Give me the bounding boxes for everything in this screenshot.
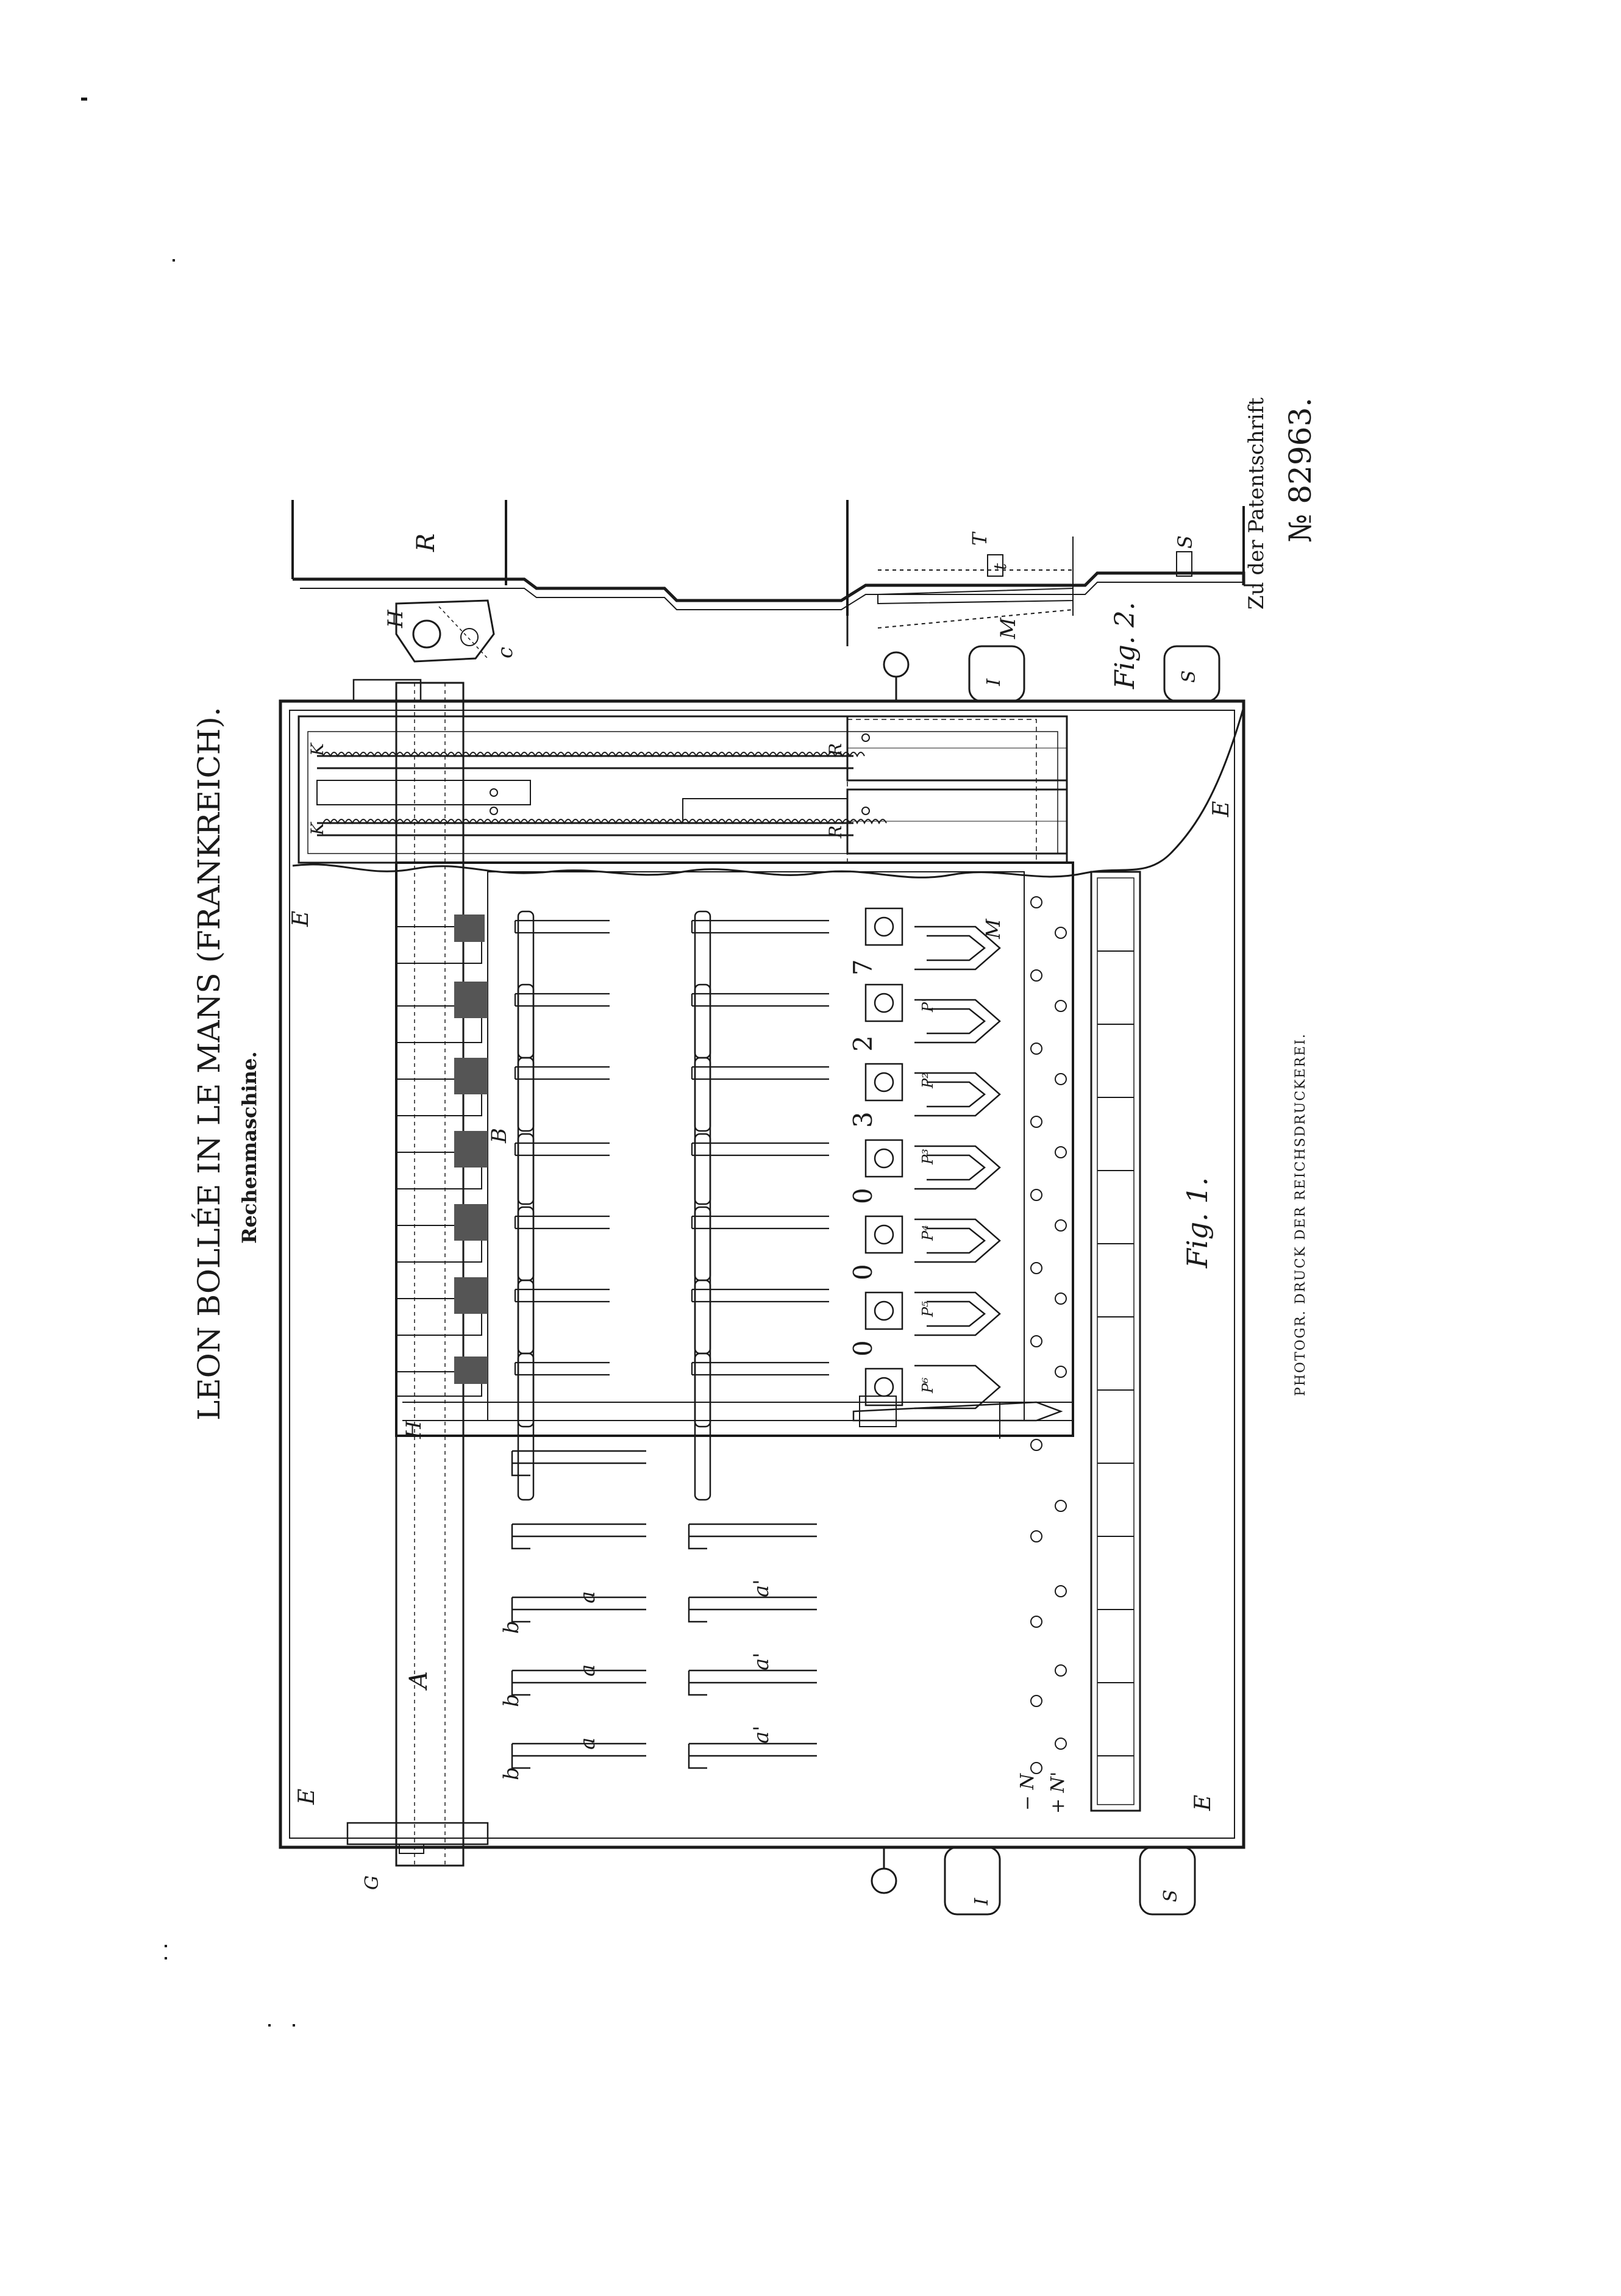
toothed-slots-carriage <box>514 919 829 1376</box>
label-I-bottom: I <box>971 1897 992 1906</box>
label-minus-N: − N <box>1017 1772 1038 1811</box>
display-digit-4: 0 <box>848 1188 878 1204</box>
figure-2-labels: R H c M T t S Fig. 2. <box>383 531 1197 690</box>
label-a-3: a <box>575 1591 600 1603</box>
label-K-rack2: K <box>307 821 327 836</box>
label-P1: P' <box>919 998 936 1013</box>
label-P4: P⁴ <box>919 1225 936 1241</box>
label-H-carriage: H <box>402 1420 426 1439</box>
label-c-fig2: c <box>493 647 518 658</box>
figure-1-caption: Fig. 1. <box>1181 1177 1214 1269</box>
label-T-fig2: T <box>968 531 991 546</box>
scan-specks <box>81 98 295 2027</box>
patent-number: № 82963. <box>1283 398 1318 543</box>
patent-title: LEON BOLLÉE IN LE MANS (FRANKREICH). <box>191 707 227 1421</box>
screw-column <box>1030 896 1067 1774</box>
label-b-2: b <box>499 1694 524 1707</box>
label-plus-N1: + N' <box>1047 1772 1069 1814</box>
label-S-bottom: S <box>1160 1889 1181 1902</box>
label-H-fig2: H <box>383 609 408 629</box>
label-K-rack1: K <box>307 742 327 757</box>
label-a1-2: a' <box>749 1652 774 1670</box>
label-S-top: S <box>1178 670 1200 683</box>
label-a1-1: a' <box>749 1725 774 1744</box>
label-E-top: E <box>288 911 313 927</box>
label-E-corner: E <box>1209 801 1234 818</box>
label-M-carriage: M <box>982 918 1005 939</box>
label-I-top: I <box>983 678 1005 686</box>
key-dividers <box>1097 950 1134 1756</box>
label-S-fig2: S <box>1174 535 1197 549</box>
label-R-fig2: R <box>412 533 440 552</box>
figure-2 <box>291 500 1256 663</box>
label-a-2: a <box>575 1664 600 1677</box>
label-M-fig2: M <box>996 617 1021 640</box>
label-P6: P⁶ <box>919 1377 936 1394</box>
label-R-rack1: R <box>825 743 846 757</box>
label-G: G <box>362 1875 383 1890</box>
label-a1-3: a' <box>749 1579 774 1597</box>
patent-prefix: Zu der Patentschrift <box>1244 398 1269 610</box>
carriage-slots-lower <box>694 910 711 1501</box>
fixed-slots-lower <box>688 1523 817 1769</box>
display-digit-1: 7 <box>848 959 878 975</box>
figure-2-caption: Fig. 2. <box>1110 602 1141 690</box>
label-A-shaft: A <box>405 1671 433 1691</box>
rollers <box>871 645 1220 1916</box>
label-a-1: a <box>575 1738 600 1750</box>
shaded-blocks <box>454 914 488 1384</box>
label-b-1: b <box>499 1767 524 1780</box>
fixed-slots-upper <box>511 1450 646 1769</box>
digit-windows <box>864 907 903 1406</box>
label-P5: P⁵ <box>919 1301 936 1317</box>
label-E-bottom: E <box>294 1789 319 1805</box>
label-E-right: E <box>1191 1795 1216 1811</box>
display-digit-2: 2 <box>848 1035 878 1052</box>
figure-1-labels: Fig. 1. E E E E A H M K K R R G B I I S … <box>288 670 1234 1906</box>
label-B: B <box>487 1128 511 1144</box>
carriage-slots-upper <box>517 910 535 1501</box>
label-P2: P² <box>919 1072 936 1089</box>
indicator-pads <box>396 926 482 1397</box>
display-digit-6: 0 <box>848 1340 878 1357</box>
label-R-rack2: R <box>825 825 846 839</box>
display-digit-3: 3 <box>848 1111 878 1128</box>
chevron-stacks <box>914 925 1001 1410</box>
label-P3: P³ <box>919 1149 936 1165</box>
label-b-3: b <box>499 1620 524 1634</box>
figure-1 <box>279 645 1245 1916</box>
printer-credit: PHOTOGR. DRUCK DER REICHSDRUCKEREI. <box>1293 1033 1308 1396</box>
title-block: LEON BOLLÉE IN LE MANS (FRANKREICH). <box>191 707 227 1421</box>
display-digit-5: 0 <box>848 1264 878 1280</box>
patent-subtitle: Rechenmaschine. <box>238 1051 261 1244</box>
rack-teeth <box>322 752 887 825</box>
label-t-fig2: t <box>990 563 1010 570</box>
